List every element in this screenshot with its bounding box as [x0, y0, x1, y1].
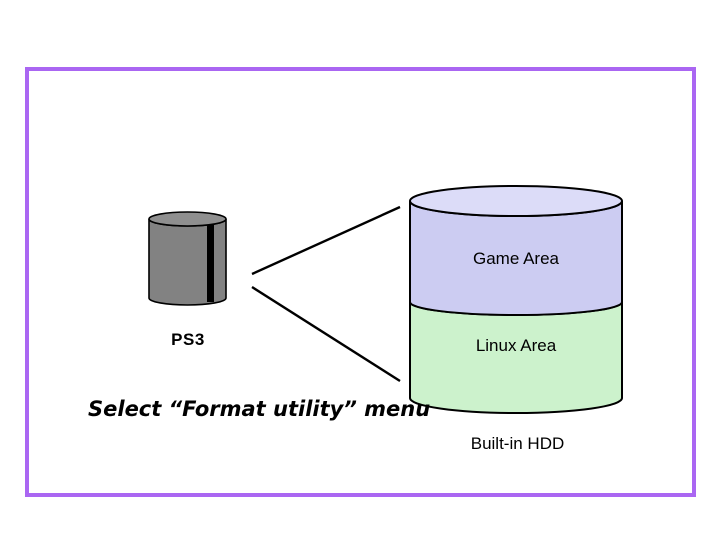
instruction-text: Select “Format utility” menu: [88, 397, 431, 421]
ps3-label: PS3: [171, 330, 205, 349]
hdd-linux-area-shape: [409, 301, 623, 414]
built-in-hdd-label: Built-in HDD: [470, 434, 565, 453]
slide-border: [25, 67, 696, 497]
ps3-cylinder-body: [148, 218, 227, 306]
hdd-top-face: [409, 185, 623, 217]
hdd-cylinder: [409, 185, 623, 414]
ps3-cylinder-top-face: [148, 211, 227, 227]
linux-area-label: Linux Area: [475, 336, 557, 355]
connector-line-bottom: [251, 285, 401, 383]
game-area-label: Game Area: [473, 249, 559, 268]
ps3-cylinder-stripe: [207, 225, 214, 302]
connector-line-top: [251, 205, 401, 276]
ps3-cylinder: [148, 211, 227, 306]
